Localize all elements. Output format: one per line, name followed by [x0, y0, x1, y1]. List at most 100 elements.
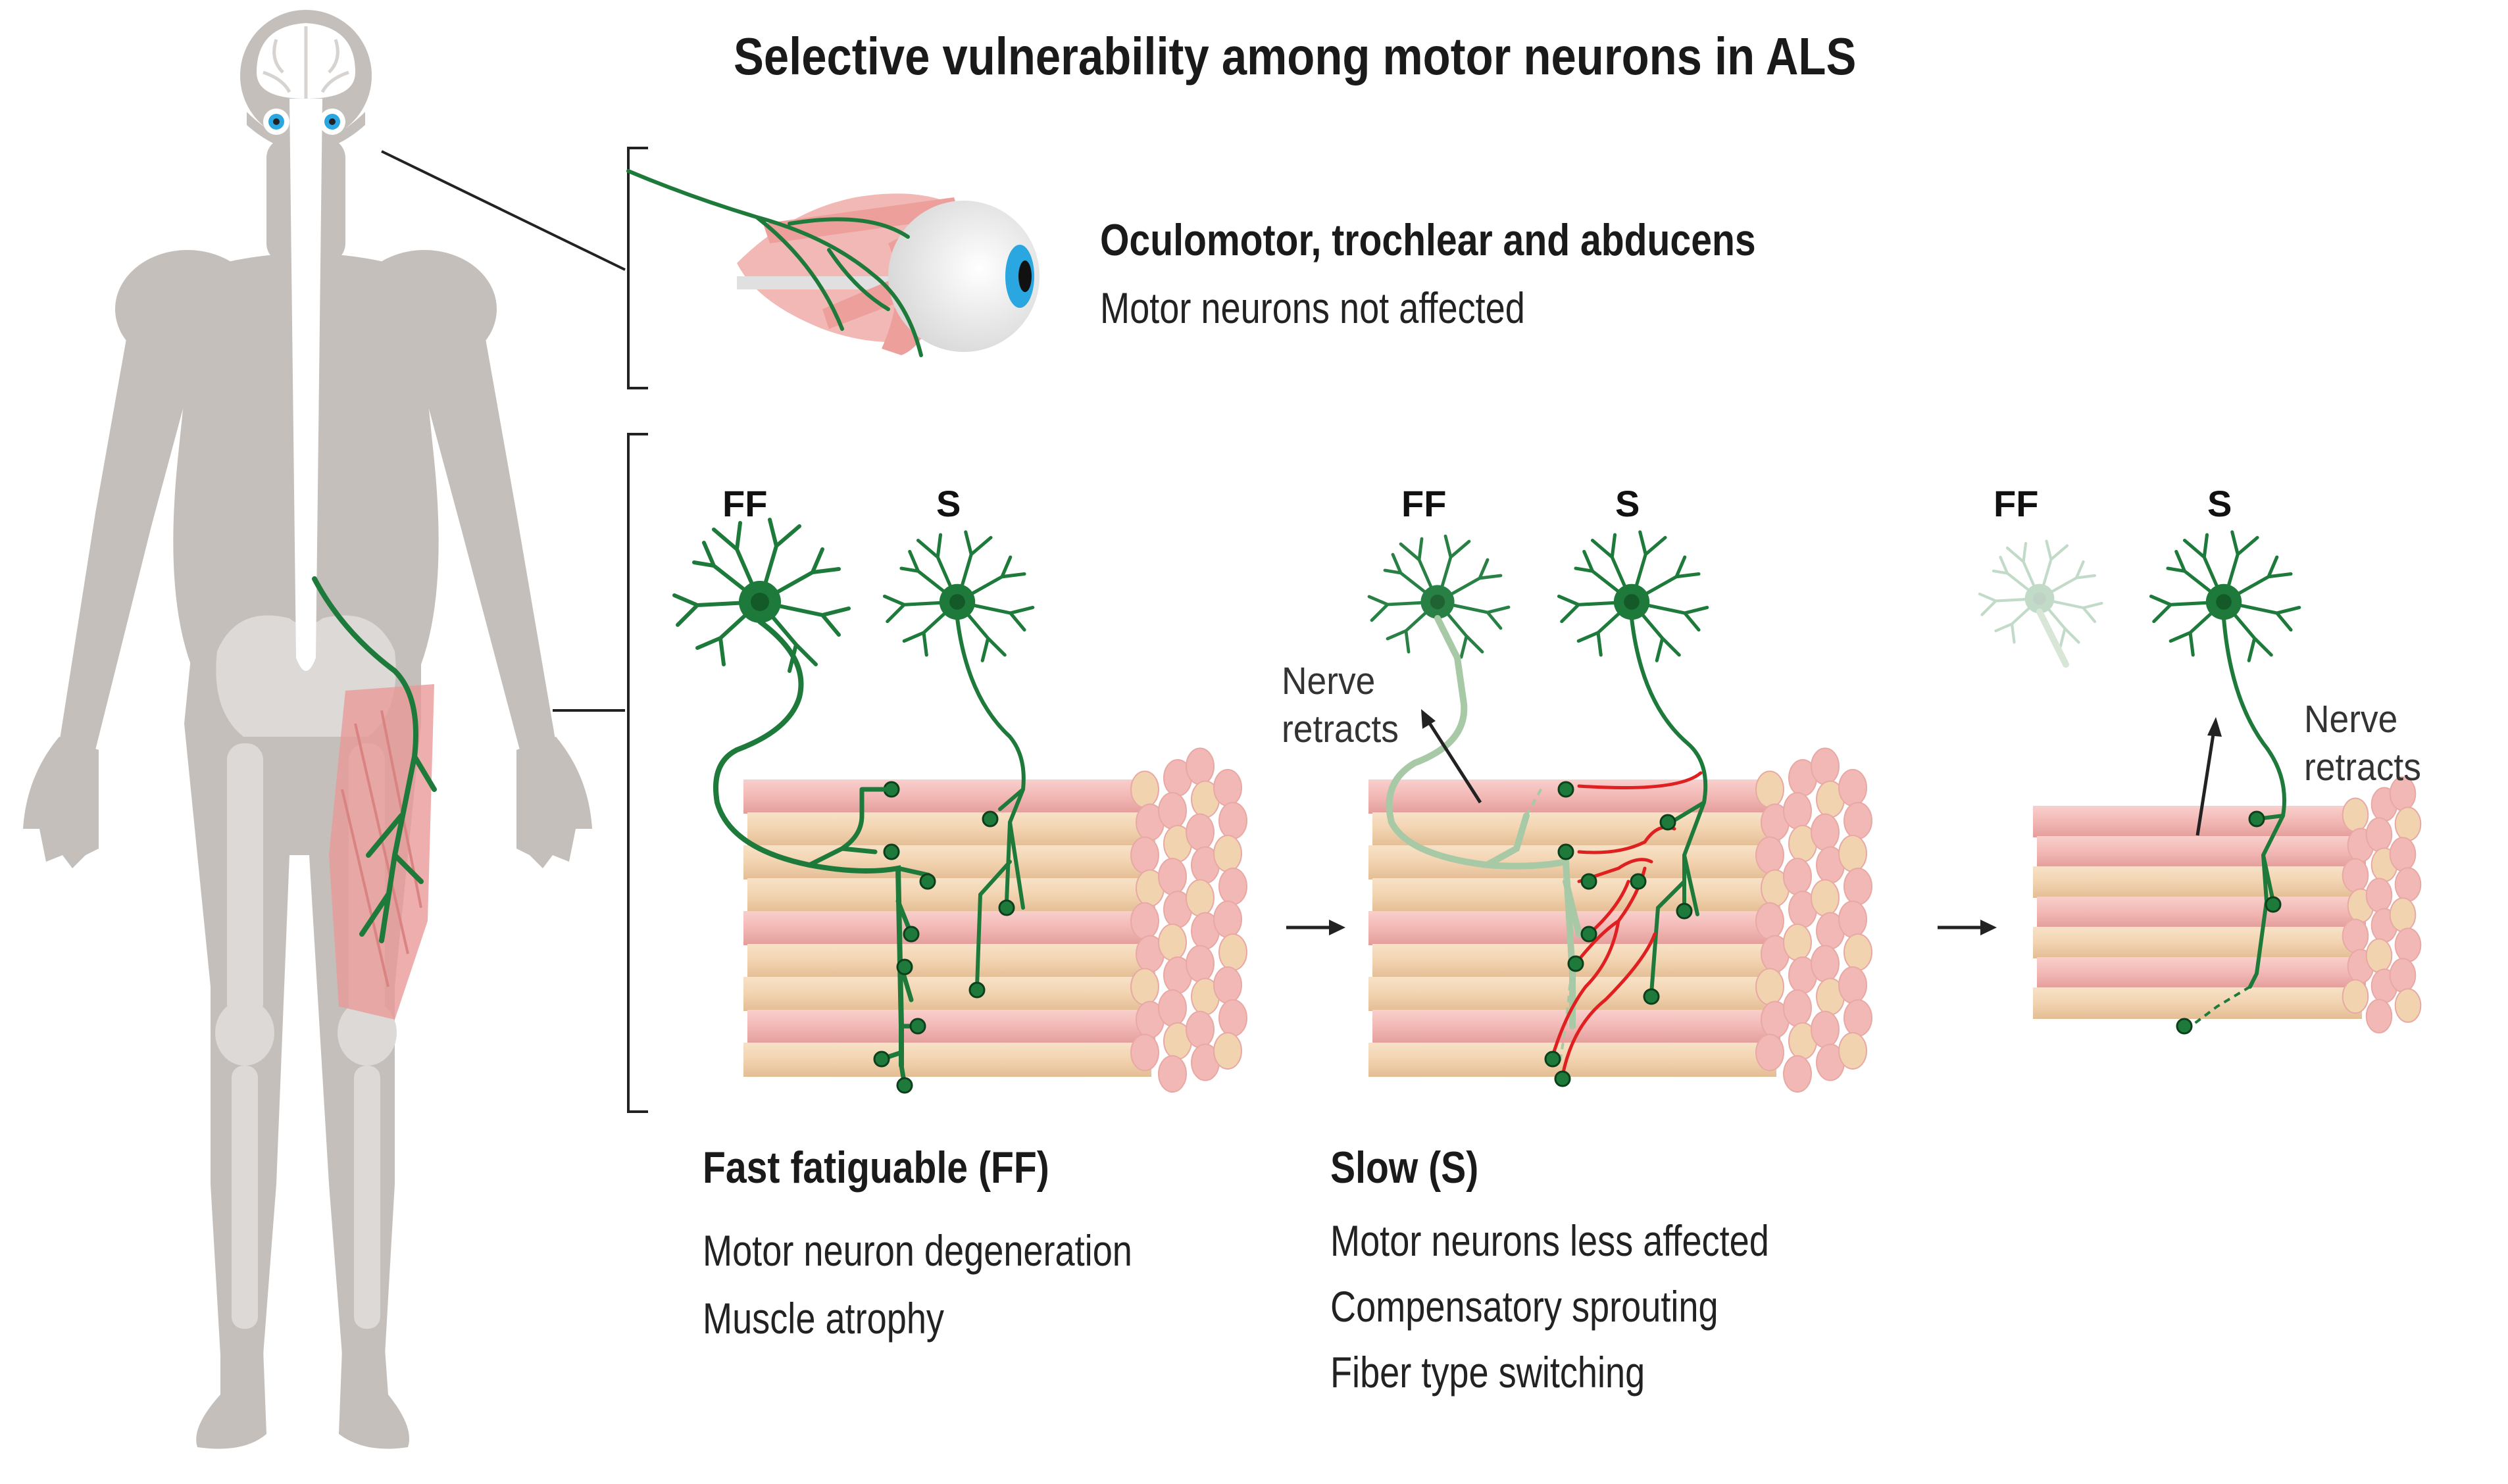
s-section-line-2: Compensatory sprouting: [1330, 1282, 1718, 1331]
muscle-fiber-end: [1783, 792, 1812, 829]
muscle-fiber-end: [1218, 933, 1247, 971]
muscle-fiber-end: [1218, 802, 1247, 839]
eye-icon: [626, 169, 1040, 357]
muscle-fiber-end: [1811, 945, 1840, 983]
muscle-fiber: [2033, 866, 2362, 898]
panel2-ff-neuron-retracting: [1369, 536, 1582, 1066]
nerve-retracts-2-line1: Nerve: [2304, 698, 2398, 741]
panel2-s-label: S: [1615, 483, 1640, 524]
muscle-fiber-end: [2365, 999, 2393, 1033]
muscle-bundle-3: [2033, 776, 2422, 1033]
muscle-fiber: [743, 779, 1151, 814]
muscle-fiber: [1368, 1043, 1776, 1077]
muscle-fiber-end: [1783, 1055, 1812, 1093]
nerve-retracts-1-line1: Nerve: [1282, 660, 1376, 703]
arrow-right-icon: [1286, 920, 1345, 935]
muscle-fiber-end: [2365, 817, 2393, 852]
muscle-fiber: [747, 812, 1155, 847]
muscle-fiber: [2033, 927, 2362, 958]
muscle-fiber-end: [1186, 1010, 1215, 1049]
ff-section-heading: Fast fatiguable (FF): [703, 1143, 1049, 1193]
muscle-fiber: [747, 1010, 1155, 1044]
muscle-fiber-end: [1213, 901, 1242, 938]
muscle-fiber-end: [1130, 836, 1159, 874]
muscle-fiber-end: [2394, 867, 2422, 902]
muscle-fiber-end: [2389, 897, 2417, 932]
muscle-fiber-end: [1783, 924, 1812, 961]
muscle-fiber-end: [2342, 979, 2369, 1014]
muscle-fiber-end: [1213, 835, 1242, 872]
muscle-bundle-1: [743, 747, 1247, 1093]
muscle-fiber-end: [1213, 1032, 1242, 1070]
muscle-fiber-end: [1783, 858, 1812, 895]
panel3-ff-label: FF: [1994, 483, 2039, 524]
muscle-fiber-end: [2394, 988, 2422, 1023]
muscle-fiber-end: [1158, 924, 1187, 961]
muscle-fiber-end: [2389, 837, 2417, 872]
panel2-ff-label: FF: [1401, 483, 1447, 524]
nerve-retracts-1-line2: retracts: [1282, 707, 1399, 751]
muscle-fiber-end: [1755, 770, 1784, 808]
muscle-fiber-end: [1755, 1033, 1784, 1072]
panel1-ff-label: FF: [722, 483, 768, 524]
s-section-heading: Slow (S): [1330, 1143, 1479, 1193]
muscle-fiber-end: [1843, 868, 1872, 905]
nerve-retracts-annotation-2: Nerve retracts: [2304, 696, 2421, 791]
muscle-fiber-end: [1186, 747, 1215, 785]
muscle-fiber-end: [1130, 968, 1159, 1006]
muscle-fiber-end: [1130, 1033, 1159, 1072]
panel3-ff-neuron-degenerated: [1980, 541, 2102, 668]
muscle-fiber-end: [2342, 797, 2369, 833]
muscle-fiber-end: [1158, 858, 1187, 895]
arrow-right-icon: [1938, 920, 1997, 935]
panel3-s-neuron: [2151, 532, 2299, 1035]
muscle-fiber: [747, 944, 1155, 978]
s-section-line-1: Motor neurons less affected: [1330, 1216, 1769, 1265]
muscle-fiber-end: [1130, 902, 1159, 940]
muscle-fiber-end: [2365, 878, 2393, 912]
panel2-s-neuron: [1544, 532, 1707, 1087]
muscle-fiber-end: [2342, 918, 2369, 954]
muscle-fiber-end: [1213, 769, 1242, 806]
muscle-fiber-end: [1755, 968, 1784, 1006]
nerve-retracts-annotation-1: Nerve retracts: [1282, 658, 1399, 753]
human-body-icon: [23, 10, 592, 1449]
muscle-fiber-end: [1130, 770, 1159, 808]
page-title: Selective vulnerability among motor neur…: [734, 27, 1857, 86]
muscle-fiber-end: [1755, 836, 1784, 874]
muscle-fiber-end: [1811, 813, 1840, 851]
muscle-fiber: [747, 878, 1155, 912]
muscle-fiber-end: [2389, 958, 2417, 993]
muscle-fiber: [2037, 836, 2366, 868]
muscle-fiber-end: [1838, 1032, 1867, 1070]
muscle-fiber-end: [1811, 879, 1840, 917]
muscle-fiber-end: [1843, 933, 1872, 971]
muscle-fiber-end: [2342, 858, 2369, 893]
muscle-fiber-end: [1158, 989, 1187, 1027]
brain-icon: [257, 23, 355, 99]
muscle-fiber-end: [1186, 813, 1215, 851]
muscle-fiber-end: [1218, 868, 1247, 905]
panel1-ff-neuron: [674, 520, 936, 1094]
muscle-fiber: [743, 911, 1151, 945]
s-section-line-3: Fiber type switching: [1330, 1348, 1645, 1397]
eye-section-subtitle: Motor neurons not affected: [1100, 284, 1525, 332]
muscle-fiber: [743, 1043, 1151, 1077]
muscle-fiber-end: [1838, 966, 1867, 1004]
panel1-s-label: S: [936, 483, 961, 524]
panel1-s-neuron: [885, 532, 1033, 999]
muscle-fiber-end: [1186, 879, 1215, 917]
muscle-fiber-end: [1213, 966, 1242, 1004]
muscle-fiber-end: [1838, 769, 1867, 806]
muscle-fiber: [2037, 897, 2366, 928]
muscle-fiber-end: [1158, 792, 1187, 829]
muscle-fiber-end: [1755, 902, 1784, 940]
muscle-fiber: [1372, 878, 1780, 912]
muscle-fiber: [2037, 957, 2366, 989]
muscle-fiber-end: [1838, 835, 1867, 872]
ff-section-line-2: Muscle atrophy: [703, 1294, 944, 1343]
muscle-fiber-end: [2394, 928, 2422, 962]
nerve-retracts-2-line2: retracts: [2304, 745, 2421, 789]
